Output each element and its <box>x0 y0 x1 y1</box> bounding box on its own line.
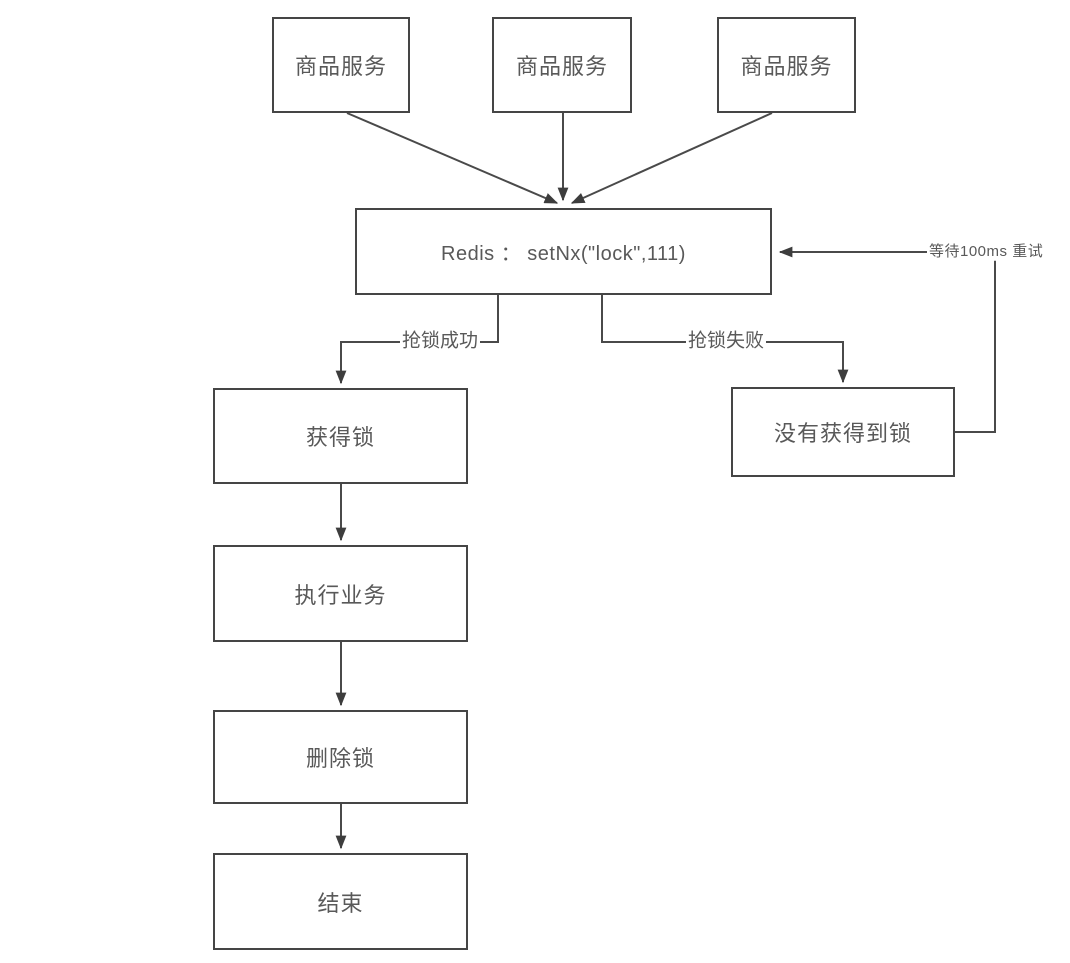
node-product-service-1: 商品服务 <box>272 17 410 113</box>
edge-label-retry-wait: 等待100ms 重试 <box>927 242 1046 261</box>
edge-service3-to-redis <box>570 112 773 204</box>
node-delete-lock: 删除锁 <box>213 710 468 804</box>
edge-label-lock-success: 抢锁成功 <box>399 330 481 353</box>
edge-label-lock-fail: 抢锁失败 <box>685 330 767 353</box>
node-product-service-3: 商品服务 <box>717 17 856 113</box>
node-product-service-2: 商品服务 <box>492 17 632 113</box>
node-lock-not-acquired: 没有获得到锁 <box>731 387 955 477</box>
node-end: 结束 <box>213 853 468 950</box>
node-redis-setnx: Redis ： setNx("lock",111) <box>355 208 772 295</box>
node-execute-business: 执行业务 <box>213 545 468 642</box>
node-lock-acquired: 获得锁 <box>213 388 468 484</box>
edge-service1-to-redis <box>346 112 559 204</box>
